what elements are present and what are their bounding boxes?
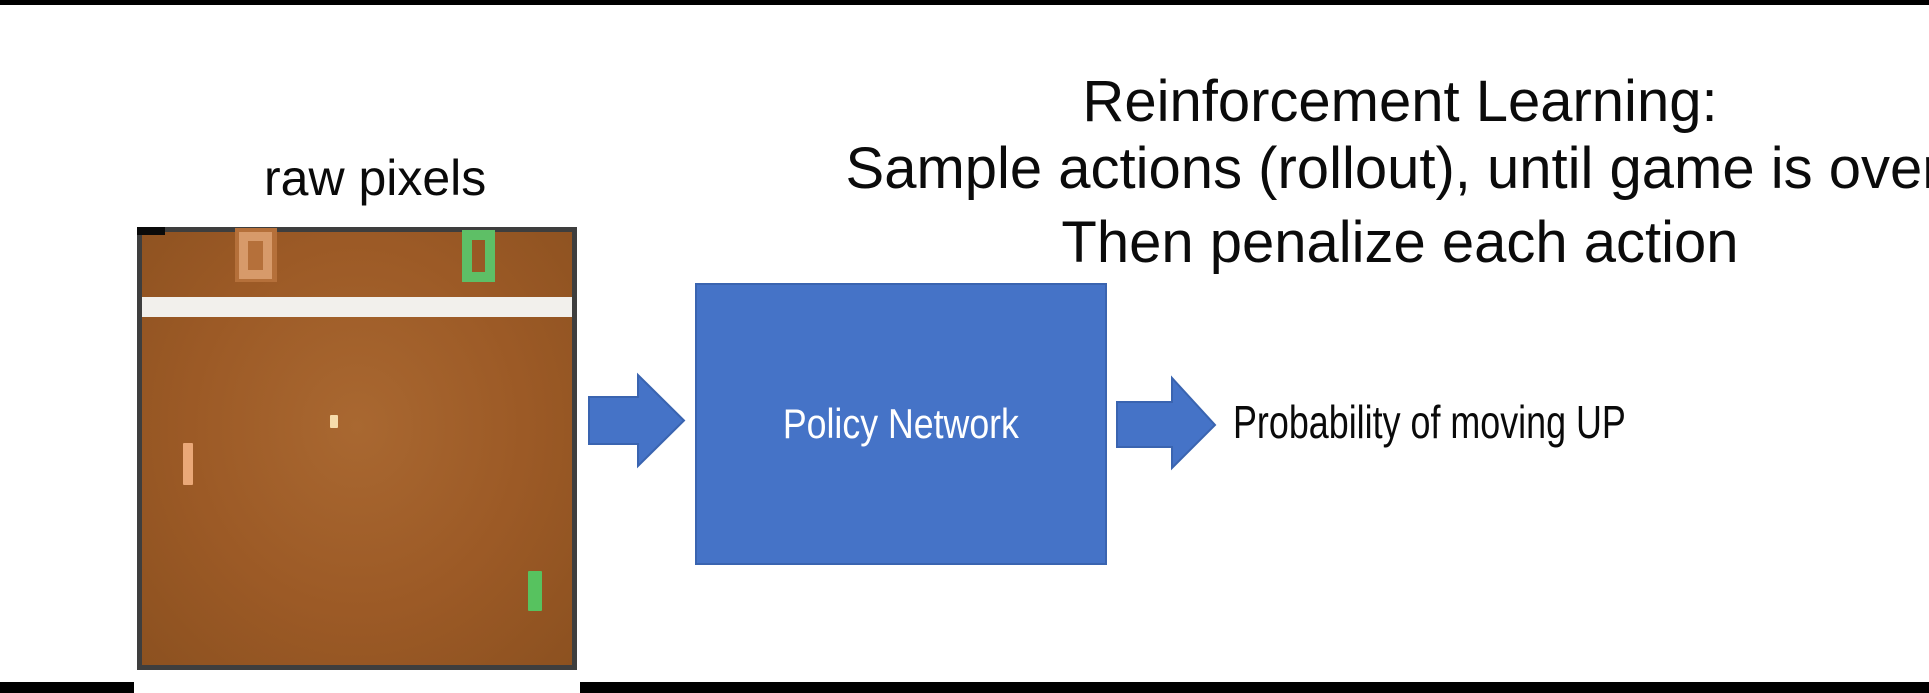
- game-corner-notch: [137, 227, 165, 235]
- title-line-1: Reinforcement Learning:: [1082, 69, 1718, 134]
- top-black-bar: [0, 0, 1929, 5]
- title-line-2: Sample actions (rollout), until game is …: [845, 136, 1929, 201]
- raw-pixels-caption: raw pixels: [264, 150, 487, 206]
- policy-network-box: Policy Network: [695, 283, 1107, 565]
- title-line-3: Then penalize each action: [1061, 210, 1739, 275]
- probability-output-label: Probability of moving UP: [1233, 396, 1626, 448]
- pong-game-screenshot: [137, 227, 577, 670]
- pong-ball: [330, 415, 338, 428]
- left-player-score-zero: [239, 232, 272, 279]
- top-white-stripe: [142, 297, 572, 317]
- bottom-black-bar: [0, 682, 1929, 693]
- left-paddle: [183, 443, 193, 485]
- output-arrow-icon: [1116, 375, 1217, 471]
- policy-network-label: Policy Network: [782, 400, 1020, 447]
- right-paddle: [528, 571, 542, 611]
- game-image-white-margin: [134, 670, 580, 693]
- input-arrow-icon: [588, 372, 686, 469]
- right-player-score-zero: [462, 230, 495, 282]
